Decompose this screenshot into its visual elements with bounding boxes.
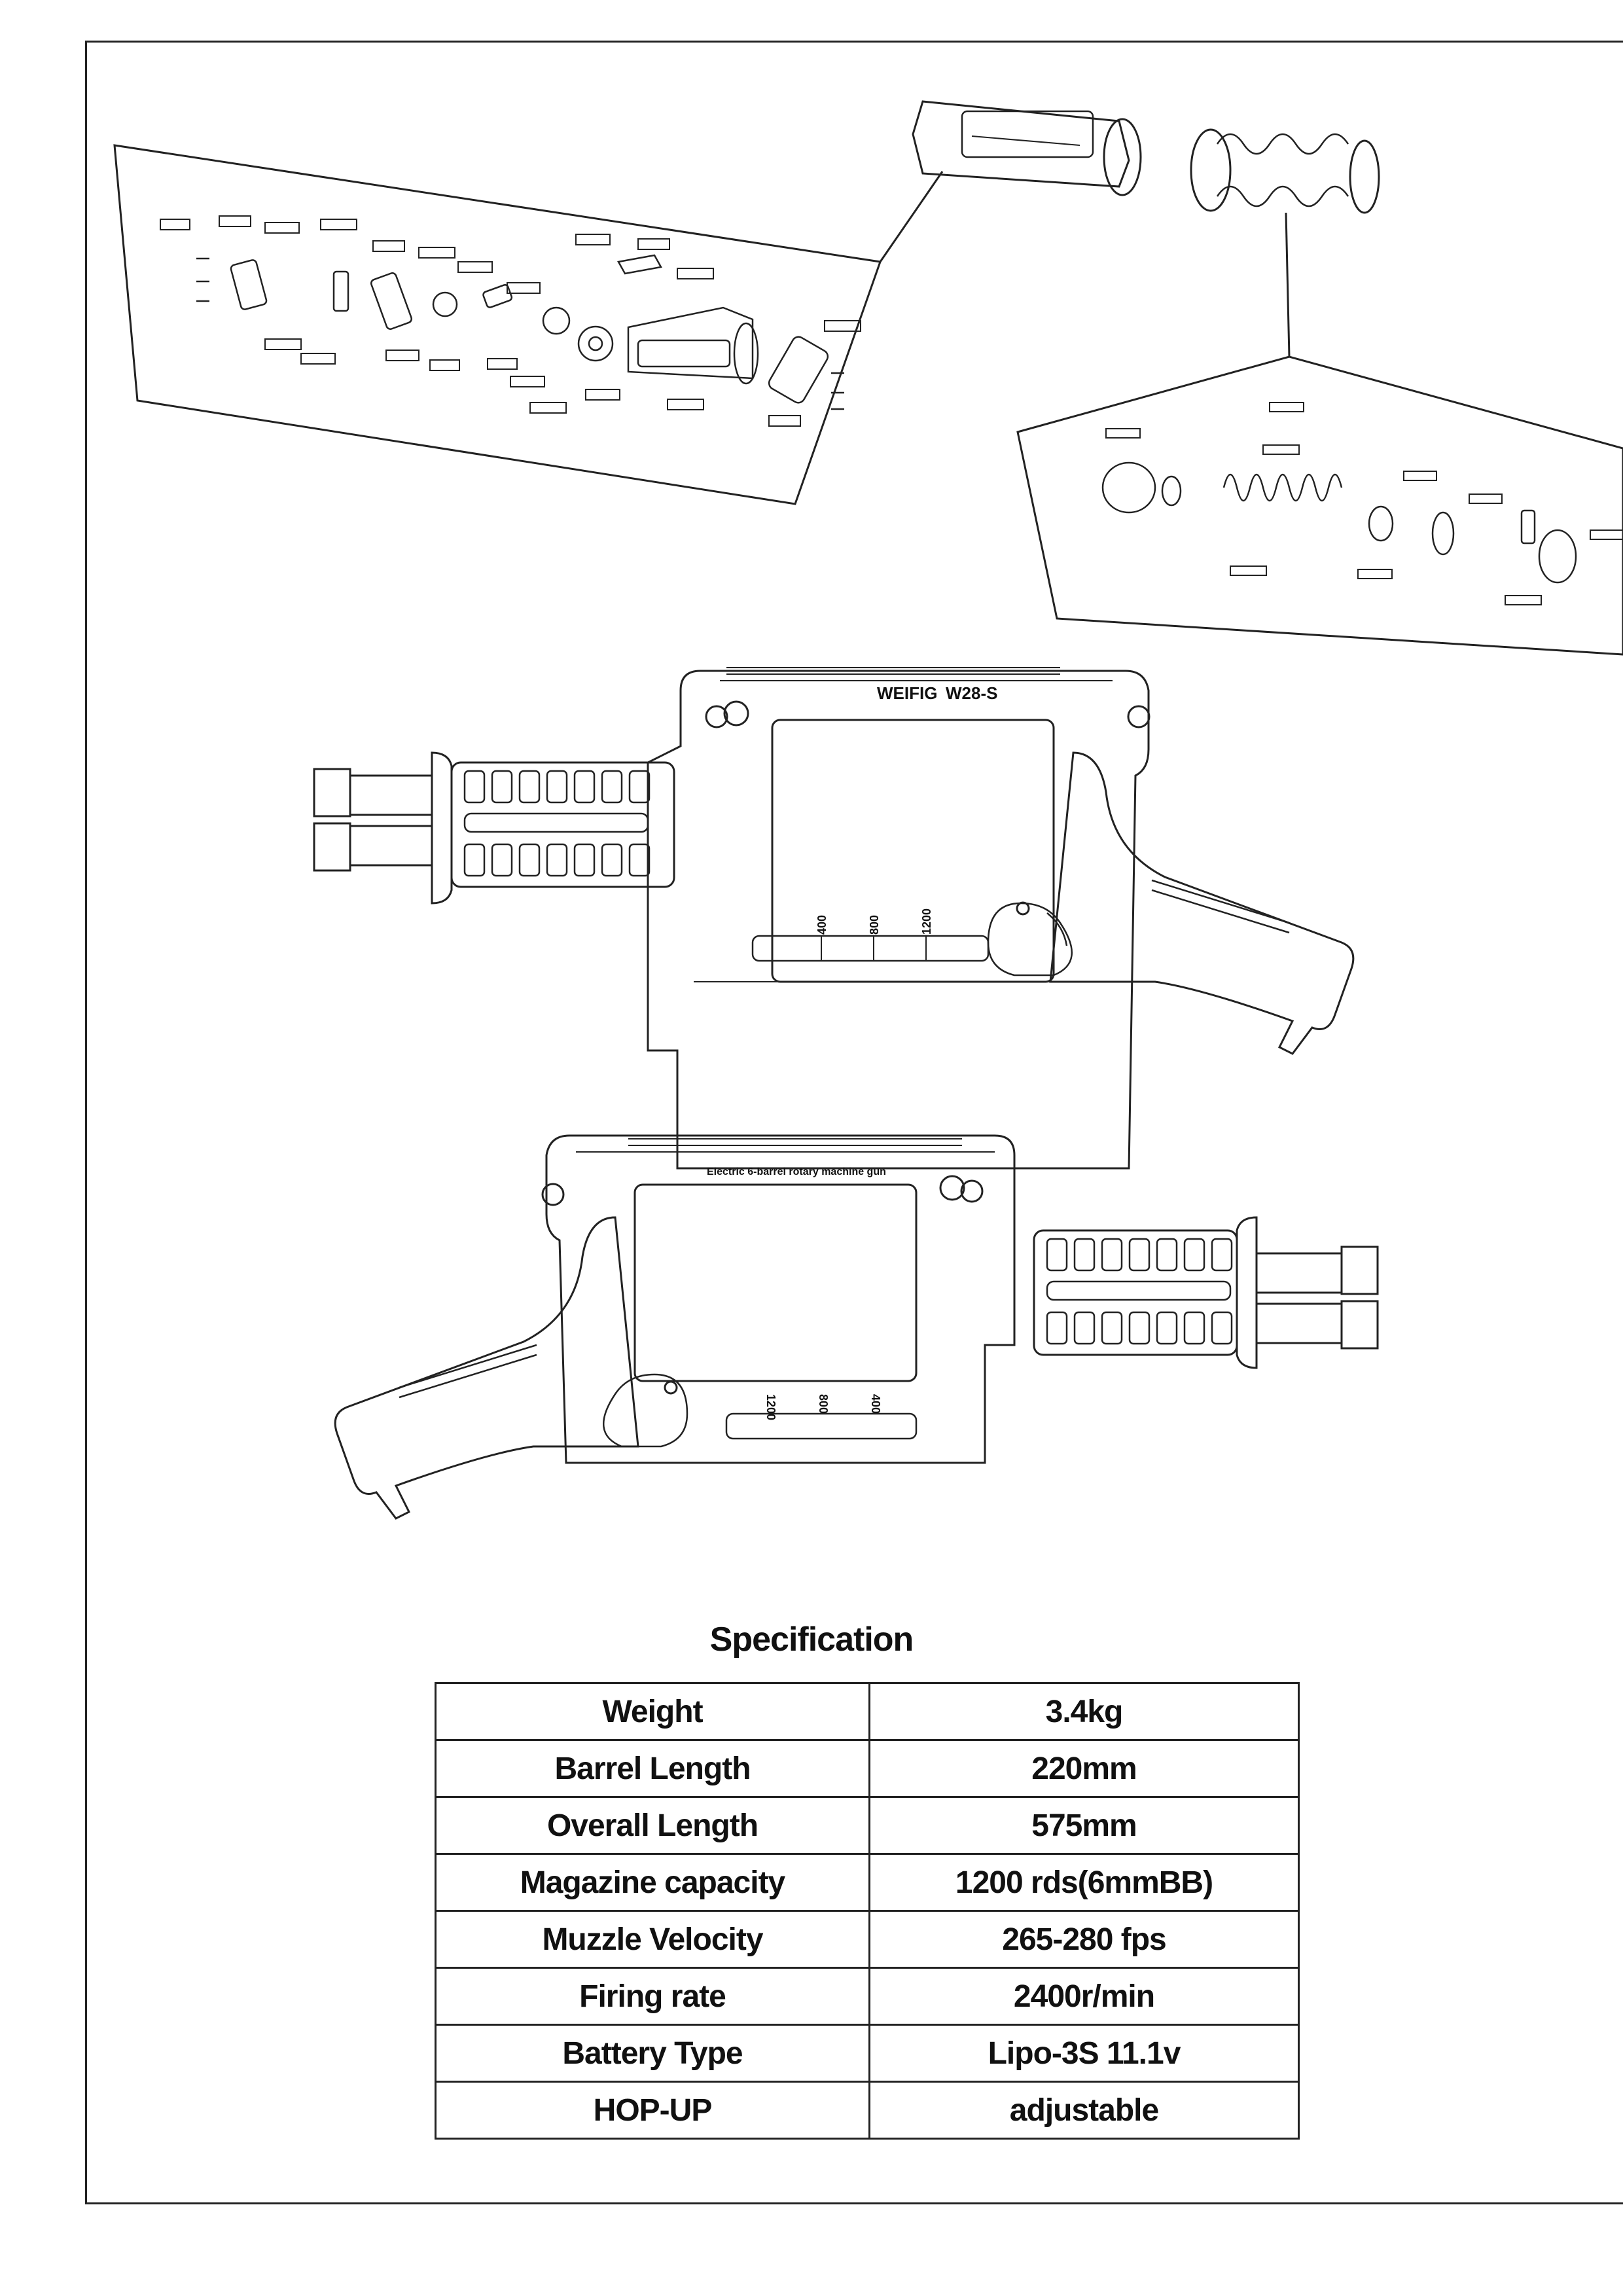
spec-label: Overall Length [435, 1796, 870, 1855]
spec-label: Magazine capacity [435, 1853, 870, 1912]
scale-mark: 800 [868, 915, 881, 935]
spec-label: Weight [435, 1682, 870, 1741]
rear-view-caption: Electric 6-barrel rotary machine gun [707, 1166, 886, 1177]
spec-value: 265-280 fps [868, 1910, 1300, 1969]
spec-label: HOP-UP [435, 2081, 870, 2140]
page-border [85, 41, 1623, 2204]
scale-mark: 1200 [764, 1394, 777, 1420]
spec-value: 220mm [868, 1739, 1300, 1798]
spec-value: 3.4kg [868, 1682, 1300, 1741]
spec-value: Lipo-3S 11.1v [868, 2024, 1300, 2083]
scale-mark: 400 [869, 1394, 882, 1414]
gun-side-view-right [334, 1134, 1379, 1520]
spec-label: Barrel Length [435, 1739, 870, 1798]
spec-value: adjustable [868, 2081, 1300, 2140]
technical-drawings: WEIFIG W28-S Electric 6-barrel rotary ma… [113, 100, 1623, 1520]
spec-label: Muzzle Velocity [435, 1910, 870, 1969]
specification-title: Specification [709, 1621, 914, 1659]
spec-value: 1200 rds(6mmBB) [868, 1853, 1300, 1912]
exploded-view-rear [1016, 355, 1623, 656]
spec-label: Firing rate [435, 1967, 870, 2026]
scale-mark: 1200 [920, 908, 933, 935]
exploded-view-main [113, 144, 944, 505]
spec-value: 575mm [868, 1796, 1300, 1855]
spec-value: 2400r/min [868, 1967, 1300, 2026]
scale-mark: 800 [817, 1394, 830, 1414]
model-label: W28-S [946, 683, 997, 703]
receiver-parts [912, 100, 1380, 357]
spec-label: Battery Type [435, 2024, 870, 2083]
scale-mark: 400 [815, 915, 829, 935]
gun-side-view-left [313, 667, 1355, 1170]
brand-logo: WEIFIG [877, 683, 937, 703]
